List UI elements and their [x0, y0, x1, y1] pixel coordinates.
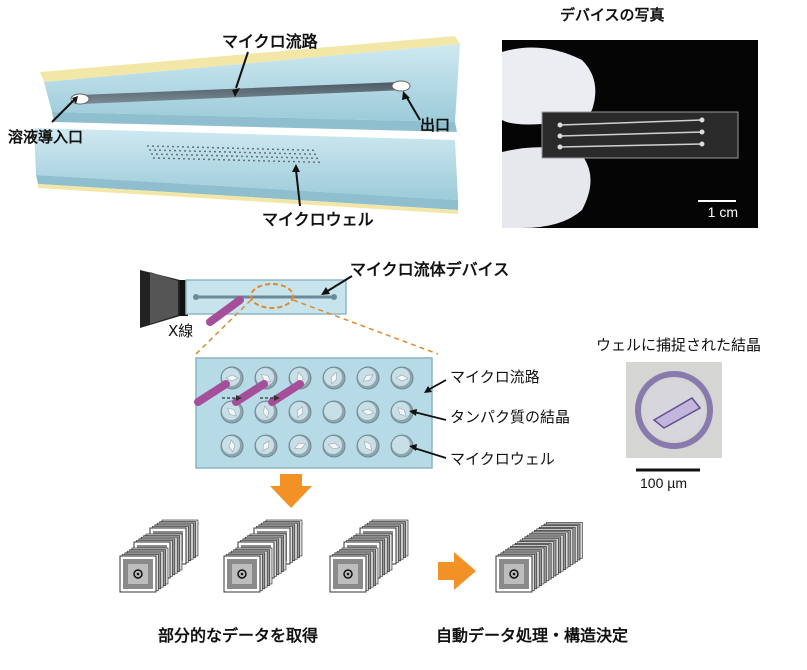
right-arrow: [438, 552, 476, 590]
xray-beam: [206, 296, 244, 326]
crystal-marker: [363, 440, 373, 452]
zoom-channel-label: マイクロ流路: [450, 368, 540, 386]
crystal-marker: [228, 439, 236, 453]
microchannel: [80, 82, 404, 104]
xray-label: X線: [168, 322, 194, 340]
zoom-wells: [220, 366, 414, 458]
diffraction-frame: [329, 555, 367, 593]
inlet-label: 溶液導入口: [8, 128, 84, 146]
crystal-marker: [361, 408, 375, 416]
diffraction-frame: [237, 541, 275, 579]
photo-title: デバイスの写真: [560, 6, 665, 24]
diffraction-frame: [149, 527, 187, 565]
processing-label: 自動データ処理・構造決定: [436, 626, 629, 645]
diffraction-frame: [495, 555, 533, 593]
crystal-marker: [225, 374, 239, 382]
glass-slide: [541, 111, 739, 159]
outlet-label: 出口: [420, 116, 451, 134]
diffraction-frame: [133, 541, 171, 579]
diffraction-frame: [343, 541, 381, 579]
lower-plate: [34, 128, 458, 214]
microwell-label: マイクロウェル: [262, 210, 374, 229]
crystal-marker: [397, 407, 407, 417]
zoom-xray-beams: [194, 380, 304, 406]
micro-scale-label: 100 µm: [640, 475, 687, 491]
zoom-region: [250, 283, 294, 309]
diffraction-frame: [223, 555, 261, 593]
upper-plate: [40, 36, 460, 132]
channel-label: マイクロ流路: [222, 32, 318, 51]
crystal-shape: [652, 397, 702, 429]
crystal-marker: [293, 442, 307, 450]
crystal-marker: [260, 373, 272, 383]
zoomed-channel: [195, 357, 433, 469]
outlet-hole: [391, 80, 411, 92]
photo-scale-label: 1 cm: [707, 204, 738, 220]
crystal-marker: [227, 407, 237, 417]
photo-scale-bar: [698, 200, 736, 202]
device-illustration: [34, 36, 460, 214]
crystal-marker: [330, 371, 338, 385]
diffraction-frame: [359, 527, 397, 565]
crystal-marker: [262, 440, 270, 452]
crystal-marker: [262, 405, 270, 419]
device-label: マイクロ流体デバイス: [350, 260, 510, 279]
device-photo: 1 cm: [502, 40, 758, 228]
crystal-marker: [395, 374, 409, 382]
microwell-array: [147, 145, 320, 164]
diffraction-stacks: [119, 519, 583, 593]
zoom-well-label: マイクロウェル: [450, 450, 555, 468]
trapped-title: ウェルに捕捉された結晶: [596, 336, 762, 354]
crystal-marker: [362, 374, 374, 382]
microfluidic-device: [185, 279, 347, 315]
partial-data-label: 部分的なデータを取得: [158, 626, 319, 645]
crystal-marker: [327, 442, 341, 450]
crystal-marker: [297, 406, 303, 418]
crystal-label: タンパク質の結晶: [450, 408, 571, 426]
down-arrow: [270, 474, 312, 508]
crystal-marker: [296, 371, 304, 385]
trapped-crystal-image: [626, 362, 722, 458]
diffraction-frame: [253, 527, 291, 565]
diffraction-frame: [119, 555, 157, 593]
xray-source-icon: [140, 270, 188, 328]
